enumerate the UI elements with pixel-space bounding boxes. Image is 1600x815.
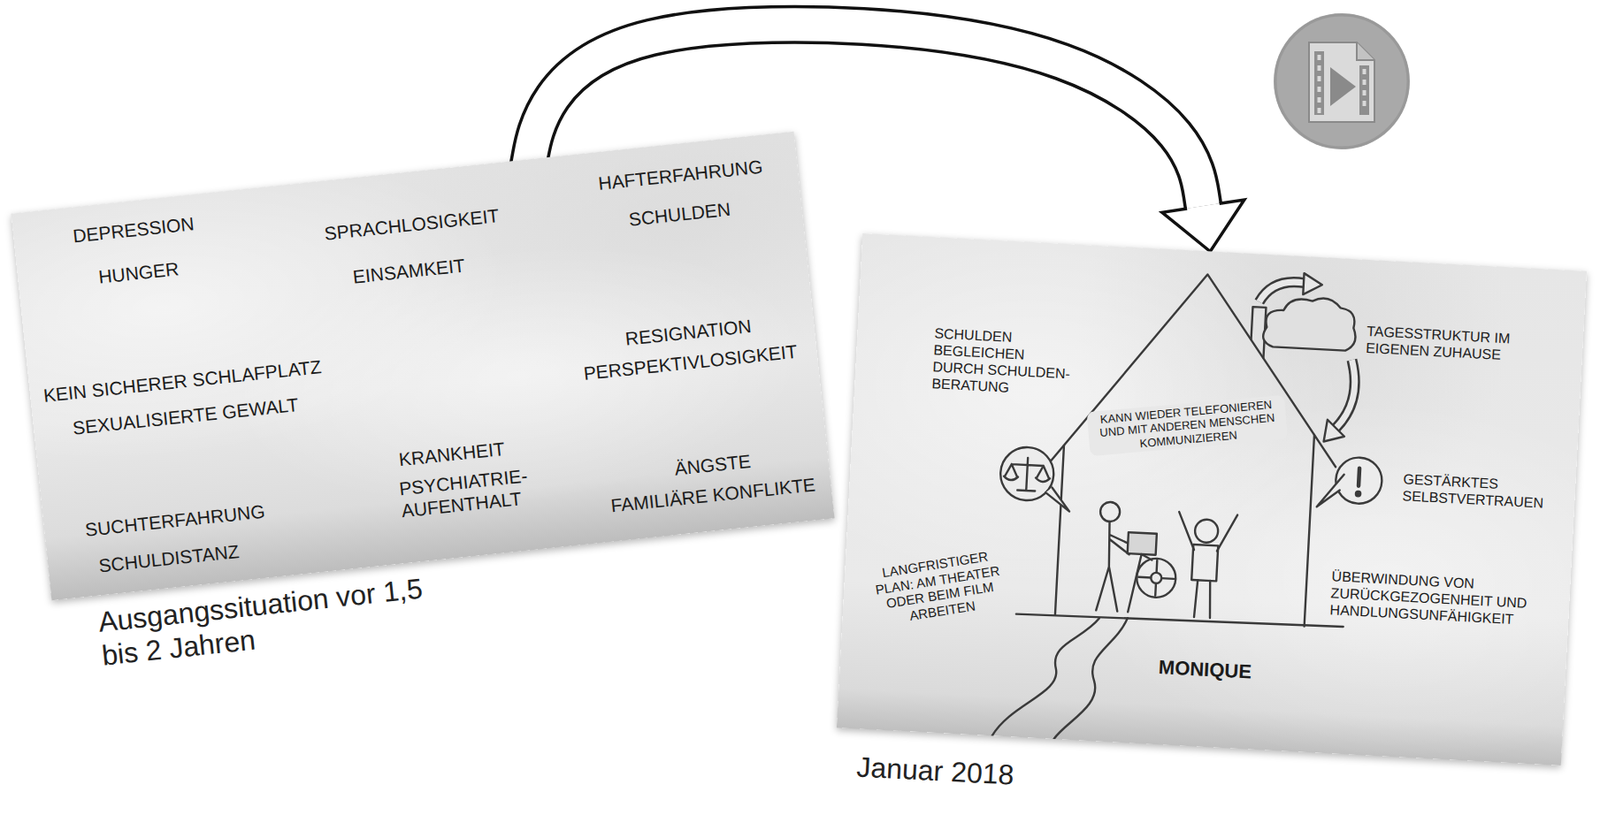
- person-head: [1194, 519, 1218, 544]
- house-wall: [1304, 435, 1315, 628]
- outcome-note: ÜBERWINDUNG VON ZURÜCKGEZOGENHEIT UND HA…: [1329, 568, 1538, 630]
- problem-label: RESIGNATION: [624, 315, 753, 352]
- film-hole: [1317, 76, 1322, 82]
- ground-line: [1016, 610, 1344, 632]
- icon-ring: [1275, 15, 1409, 148]
- paper-panel: SCHULDEN BEGLEICHEN DURCH SCHULDEN- BERA…: [836, 233, 1587, 766]
- cycle-arrow: [1335, 359, 1356, 429]
- outcome-note: KANN WIEDER TELEFONIEREN UND MIT ANDEREN…: [1087, 395, 1289, 457]
- outcome-note: TAGESSTRUKTUR IM EIGENEN ZUHAUSE: [1365, 323, 1532, 366]
- person-body: [1095, 520, 1133, 613]
- arrow-outline: [528, 24, 1203, 207]
- panel-caption: Januar 2018: [856, 750, 1016, 793]
- arrow-body: [528, 24, 1203, 207]
- problem-label: PERSPEKTIVLOSIGKEIT: [582, 341, 799, 386]
- film-hole: [1362, 79, 1367, 85]
- exclamation-mark: [1358, 468, 1360, 487]
- thought-cloud: [1263, 295, 1358, 352]
- film-hole: [1362, 100, 1367, 107]
- person-head: [1100, 501, 1121, 522]
- problem-label: SPRACHLOSIGKEIT: [323, 205, 501, 245]
- cycle-arrow-head: [1324, 420, 1346, 444]
- film-strip: [1314, 51, 1325, 115]
- problem-label: SEXUALISIERTE GEWALT: [71, 394, 300, 440]
- arrow-head: [1162, 199, 1245, 253]
- film-holes: [1317, 54, 1367, 114]
- panel-caption: Ausgangssituation vor 1,5 bis 2 Jahren: [96, 570, 447, 674]
- scales-symbol: [1003, 457, 1050, 493]
- film-hole: [1317, 97, 1322, 103]
- icon-disc: [1273, 13, 1410, 150]
- problem-label: SCHULDISTANZ: [97, 541, 240, 578]
- outcome-note: LANGFRISTIGER PLAN: AM THEATER ODER BEIM…: [868, 546, 1010, 629]
- road: [992, 613, 1100, 743]
- outcome-note: SCHULDEN BEGLEICHEN DURCH SCHULDEN- BERA…: [931, 325, 1077, 400]
- scales-pans: [1003, 476, 1050, 483]
- paper-panel: DEPRESSION HUNGER SPRACHLOSIGKEIT EINSAMKEI…: [10, 131, 835, 602]
- film-hole: [1317, 54, 1322, 61]
- problem-label: SUCHTERFAHRUNG: [84, 501, 267, 543]
- problem-label: HAFTERFAHRUNG: [597, 156, 764, 196]
- house-wall: [1055, 445, 1065, 616]
- film-hole: [1317, 86, 1322, 92]
- film-hole: [1317, 65, 1322, 71]
- person-limbs: [1173, 512, 1238, 620]
- exclamation-dot: [1355, 491, 1361, 497]
- problem-label: EINSAMKEIT: [352, 254, 467, 289]
- road: [1054, 614, 1128, 743]
- problem-label: FAMILIÄRE KONFLIKTE: [609, 474, 817, 518]
- film-reel: [1135, 558, 1177, 599]
- problem-label: PSYCHIATRIE- AUFENTHALT: [398, 465, 531, 522]
- person-body: [1191, 544, 1218, 582]
- film-hole: [1362, 90, 1367, 96]
- film-hole: [1317, 107, 1322, 114]
- film-reel-hub: [1150, 573, 1163, 585]
- icon-document: [1309, 42, 1375, 123]
- play-triangle: [1330, 67, 1356, 107]
- illustration-lines: [987, 258, 1394, 757]
- outcome-note: GESTÄRKTES SELBSTVERTRAUEN: [1401, 471, 1546, 513]
- tripod: [1127, 553, 1152, 613]
- icon-fold: [1356, 42, 1375, 61]
- person-name: MONIQUE: [1157, 656, 1252, 684]
- film-strip: [1359, 65, 1370, 115]
- film-hole: [1362, 68, 1367, 75]
- flow-arrow: [528, 24, 1244, 253]
- cycle-arrow-fill: [1335, 359, 1356, 429]
- problem-label: DEPRESSION: [71, 213, 196, 248]
- problem-label: HUNGER: [97, 258, 180, 289]
- video-icon: [1273, 13, 1410, 150]
- bubble-tail: [1044, 487, 1071, 512]
- film-reel-spokes: [1137, 559, 1175, 598]
- problem-label: KRANKHEIT: [398, 438, 506, 472]
- problem-label: SCHULDEN: [627, 199, 732, 232]
- film-camera: [1127, 532, 1157, 556]
- problem-label: ÄNGSTE: [673, 451, 752, 482]
- bubble-tail: [1316, 473, 1345, 508]
- cycle-arrow-head: [1302, 273, 1323, 296]
